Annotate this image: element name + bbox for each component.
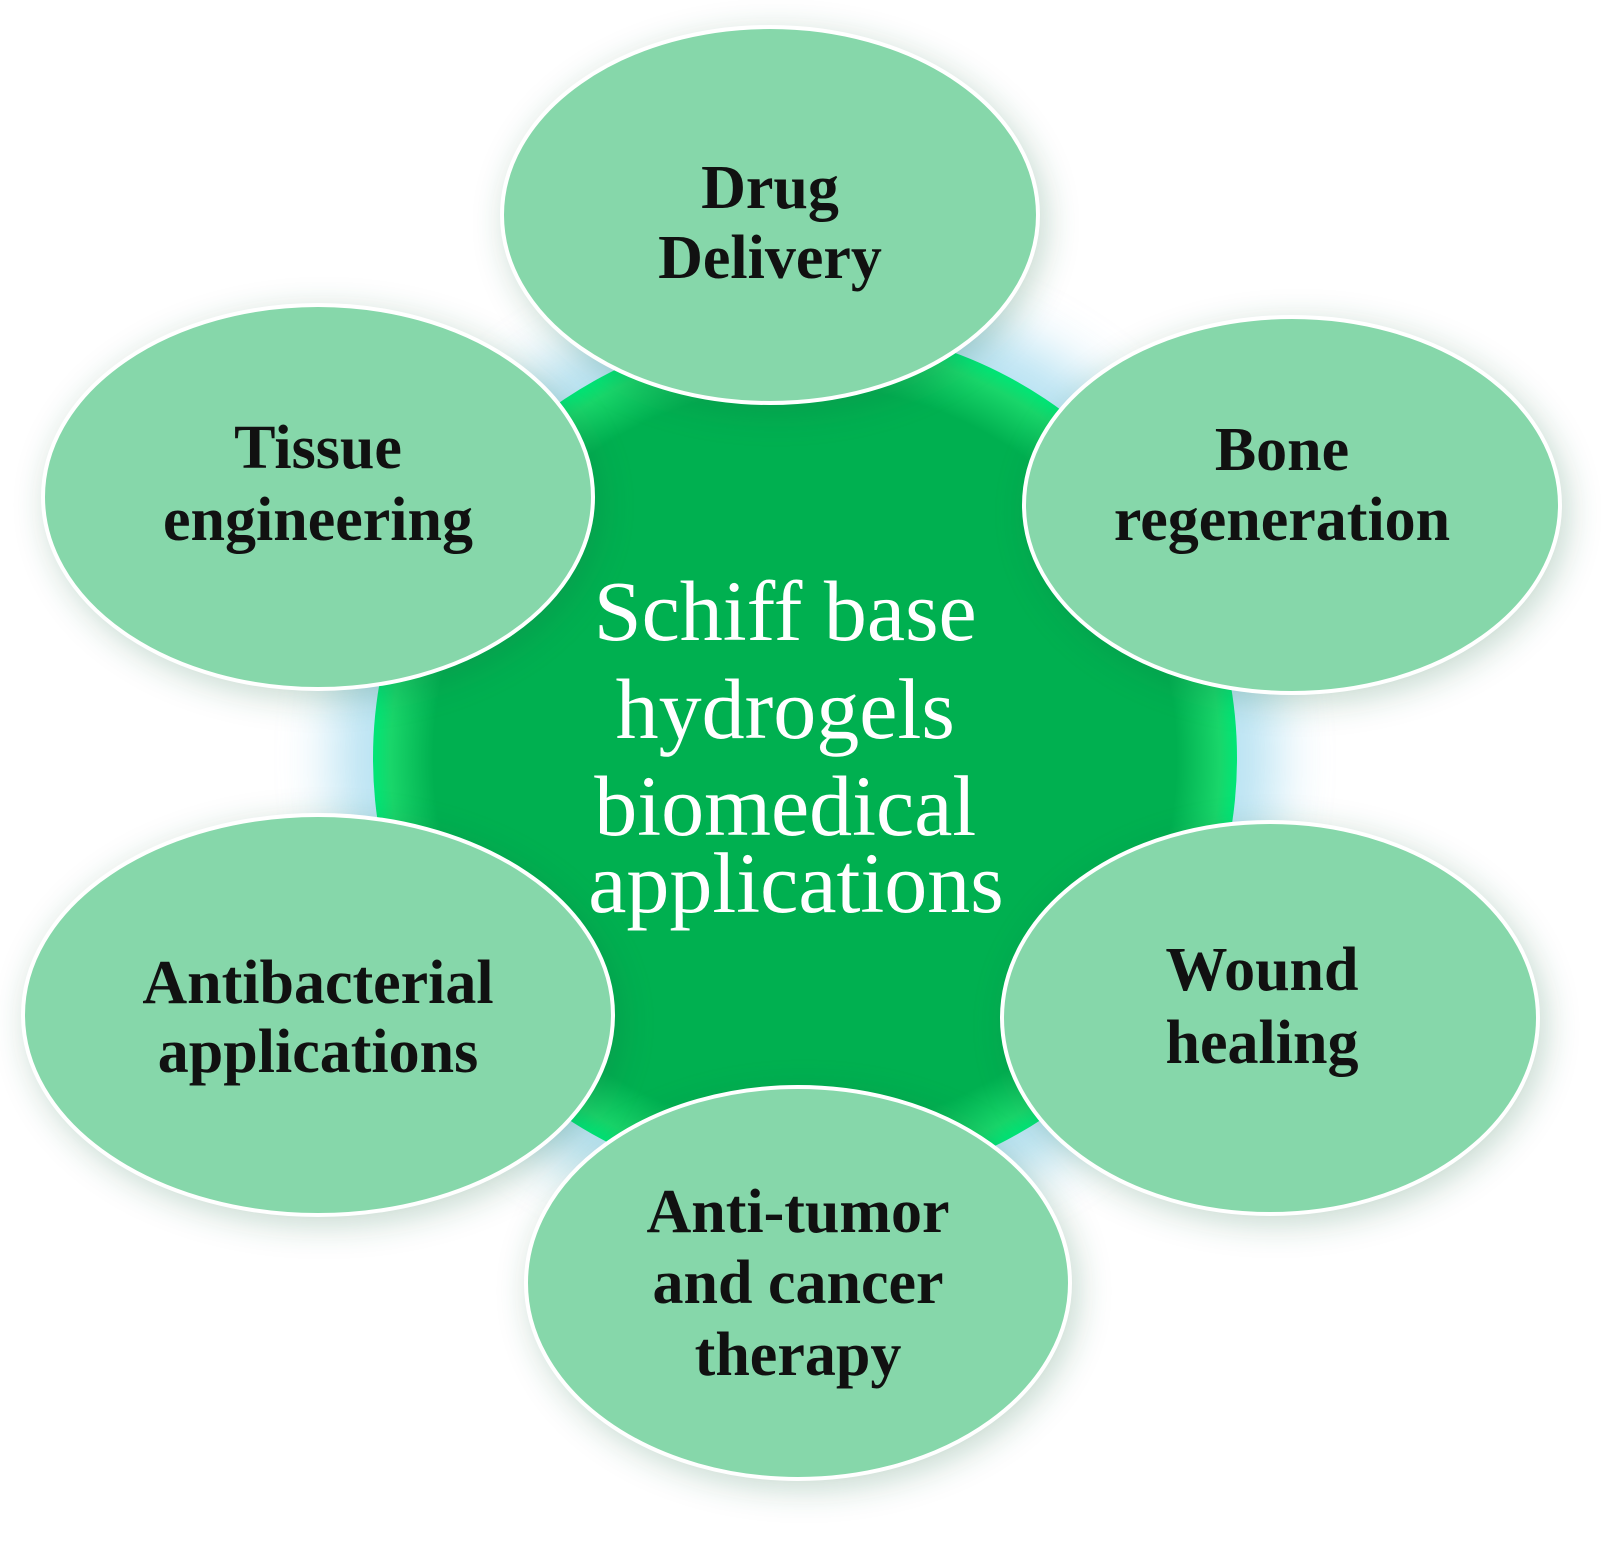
petal-label-line: Tissue [234,414,402,482]
center-title-line: Schiff base [594,563,977,659]
center-title-line: hydrogels [616,661,955,757]
petal-anti-tumor [524,1085,1072,1481]
petal-label-line: engineering [163,486,473,554]
center-title-line: applications [588,835,1004,931]
petals [21,25,1562,1481]
petal-label-line: Anti-tumor [646,1178,949,1246]
petal-label-line: Wound [1165,936,1358,1004]
center-title-line: biomedical [594,758,976,854]
center-title: Schiff base hydrogels biomedical applica… [588,563,1004,931]
petal-bone-regeneration [1022,315,1562,695]
petal-label-line: and cancer [652,1249,943,1317]
petal-drug-delivery [500,25,1040,405]
petal-label-line: therapy [695,1321,902,1389]
petal-wound-healing [1000,820,1540,1216]
petal-label-line: regeneration [1114,486,1450,554]
petal-label-line: Antibacterial [142,949,493,1017]
petal-label-line: healing [1166,1009,1359,1077]
petal-label-line: Drug [701,154,839,222]
petal-label-line: applications [158,1018,478,1086]
petal-label-line: Delivery [658,224,882,292]
petal-antibacterial [21,813,615,1217]
petal-label-line: Bone [1215,416,1349,484]
petal-tissue-engineering [41,303,595,691]
